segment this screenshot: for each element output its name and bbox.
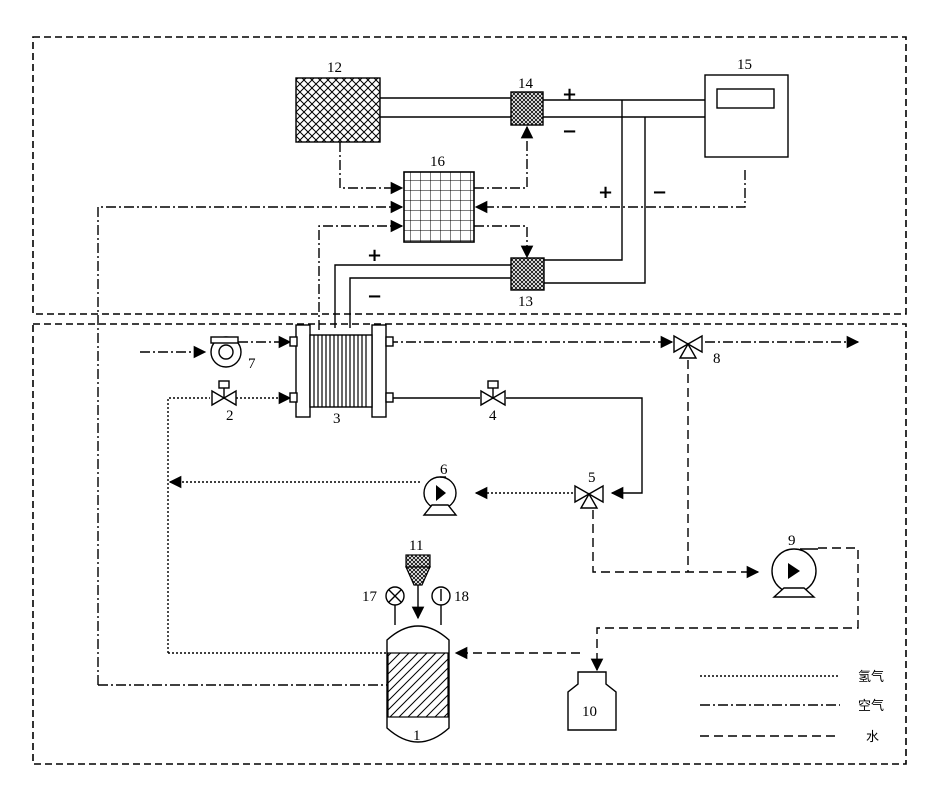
component-15-display — [717, 89, 774, 108]
label-8: 8 — [713, 351, 721, 367]
plus-sign-mid: + — [598, 182, 613, 203]
component-14-box — [511, 92, 543, 125]
label-12: 12 — [327, 60, 342, 76]
label-1: 1 — [413, 728, 421, 744]
component-12-box — [296, 78, 380, 142]
label-9: 9 — [788, 533, 796, 549]
water-lines — [388, 360, 858, 670]
component-3-stack — [290, 325, 393, 417]
component-10-bottle — [568, 672, 616, 730]
component-13-box — [511, 258, 544, 290]
legend: 氢气 空气 水 — [700, 669, 884, 745]
component-18-gauge — [432, 587, 450, 625]
hydrogen-lines — [168, 398, 573, 653]
plus-sign-stack: + — [367, 245, 382, 266]
component-8-valve — [674, 336, 702, 358]
label-15: 15 — [737, 57, 752, 73]
component-6-pump — [424, 477, 456, 515]
label-13: 13 — [518, 294, 533, 310]
label-7: 7 — [248, 356, 256, 372]
minus-sign-stack: − — [367, 286, 382, 307]
legend-air-label: 空气 — [858, 698, 884, 714]
label-5: 5 — [588, 470, 596, 486]
component-1-reactor — [387, 626, 449, 742]
label-18: 18 — [454, 589, 469, 605]
minus-sign-mid: − — [652, 182, 667, 203]
component-9-pump — [772, 549, 818, 597]
component-4-valve — [481, 381, 505, 405]
legend-water-label: 水 — [866, 730, 879, 745]
component-15-box — [705, 75, 788, 157]
label-14: 14 — [518, 76, 534, 92]
label-3: 3 — [333, 411, 341, 427]
component-5-valve — [575, 486, 603, 508]
legend-hydrogen-label: 氢气 — [858, 669, 884, 685]
plus-sign-top: + — [562, 84, 577, 105]
label-10: 10 — [582, 704, 597, 720]
process-zone-boundary — [33, 324, 906, 764]
label-11: 11 — [409, 538, 423, 554]
label-2: 2 — [226, 408, 234, 424]
component-2-valve — [212, 381, 236, 405]
label-17: 17 — [362, 589, 378, 605]
minus-sign-top: − — [562, 121, 577, 142]
label-6: 6 — [440, 462, 448, 478]
air-lines — [140, 342, 858, 352]
component-11-hopper — [406, 555, 430, 618]
component-7-blower — [211, 337, 241, 367]
label-4: 4 — [489, 408, 497, 424]
component-16-box — [404, 172, 474, 242]
component-17-gauge — [386, 587, 404, 625]
label-16: 16 — [430, 154, 446, 170]
